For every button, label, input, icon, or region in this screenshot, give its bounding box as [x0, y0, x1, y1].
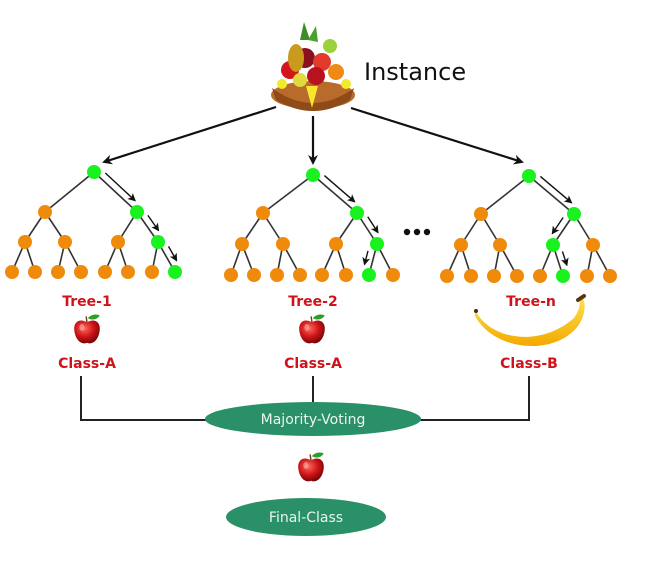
- tree-leaf-node: [556, 269, 570, 283]
- tree-leaf-node: [315, 268, 329, 282]
- tree-node: [18, 235, 32, 249]
- majority-voting-label: Majority-Voting: [261, 412, 366, 428]
- decision-path-arrow: [551, 217, 564, 235]
- tree-leaf-node: [603, 269, 617, 283]
- connector-tree-n: [420, 376, 530, 421]
- tree-leaf-node: [5, 265, 19, 279]
- tree-edge: [93, 171, 138, 213]
- tree-node: [454, 238, 468, 252]
- decision-path-arrow: [104, 172, 136, 202]
- decision-path-arrow: [323, 175, 356, 203]
- tree-node: [474, 207, 488, 221]
- tree-n-label: Tree-n: [506, 294, 556, 310]
- apple-icon: [73, 313, 101, 345]
- tree-node: [256, 206, 270, 220]
- tree-node: [493, 238, 507, 252]
- instance-label: Instance: [364, 58, 466, 86]
- tree-leaf-node: [247, 268, 261, 282]
- instance-arrow-tree-1: [102, 105, 277, 165]
- tree-edge: [312, 174, 358, 214]
- tree-leaf-node: [386, 268, 400, 282]
- decision-path-arrow: [147, 214, 160, 232]
- tree-edge: [528, 175, 575, 215]
- decision-tree-3: [440, 169, 617, 283]
- apple-icon: [298, 313, 326, 345]
- tree-edge: [480, 175, 530, 215]
- connector-tree-1: [80, 376, 206, 421]
- tree-n-class-label: Class-B: [500, 356, 558, 372]
- tree-leaf-node: [28, 265, 42, 279]
- tree-node: [350, 206, 364, 220]
- decision-path-arrow: [367, 216, 379, 234]
- tree-1-class-label: Class-A: [58, 356, 116, 372]
- tree-leaf-node: [464, 269, 478, 283]
- tree-leaf-node: [51, 265, 65, 279]
- decision-tree-2: [224, 168, 400, 282]
- tree-node: [567, 207, 581, 221]
- tree-leaf-node: [145, 265, 159, 279]
- tree-leaf-node: [293, 268, 307, 282]
- decision-path-arrow: [560, 251, 569, 267]
- tree-root-node: [522, 169, 536, 183]
- tree-leaf-node: [580, 269, 594, 283]
- tree-node: [370, 237, 384, 251]
- decision-path-arrow: [539, 175, 573, 204]
- tree-edge: [262, 174, 314, 214]
- tree-node: [151, 235, 165, 249]
- tree-node: [38, 205, 52, 219]
- tree-leaf-node: [168, 265, 182, 279]
- tree-leaf-node: [121, 265, 135, 279]
- tree-2-class-label: Class-A: [284, 356, 342, 372]
- tree-node: [329, 237, 343, 251]
- banana-icon: [474, 294, 586, 347]
- tree-leaf-node: [362, 268, 376, 282]
- tree-node: [546, 238, 560, 252]
- tree-leaf-node: [339, 268, 353, 282]
- tree-node: [111, 235, 125, 249]
- tree-node: [276, 237, 290, 251]
- tree-root-node: [87, 165, 101, 179]
- tree-node: [586, 238, 600, 252]
- tree-leaf-node: [487, 269, 501, 283]
- majority-voting-node: Majority-Voting: [205, 402, 421, 436]
- tree-root-node: [306, 168, 320, 182]
- final-class-label: Final-Class: [269, 510, 343, 526]
- tree-leaf-node: [74, 265, 88, 279]
- tree-leaf-node: [510, 269, 524, 283]
- final-class-node: Final-Class: [226, 498, 386, 536]
- tree-leaf-node: [98, 265, 112, 279]
- tree-edge: [44, 171, 95, 213]
- tree-node: [58, 235, 72, 249]
- decision-tree-1: [5, 165, 182, 279]
- tree-leaf-node: [270, 268, 284, 282]
- tree-leaf-node: [533, 269, 547, 283]
- fruit-basket-icon: [271, 22, 355, 111]
- tree-node: [235, 237, 249, 251]
- decision-path-arrow: [167, 246, 178, 262]
- tree-2-label: Tree-2: [288, 294, 337, 310]
- tree-leaf-node: [440, 269, 454, 283]
- tree-node: [130, 205, 144, 219]
- more-trees-ellipsis: [403, 228, 431, 236]
- decision-path-arrow: [362, 250, 371, 266]
- tree-1-label: Tree-1: [62, 294, 111, 310]
- final-apple-icon: [297, 451, 325, 483]
- tree-leaf-node: [224, 268, 238, 282]
- instance-arrow-tree-n: [350, 106, 524, 165]
